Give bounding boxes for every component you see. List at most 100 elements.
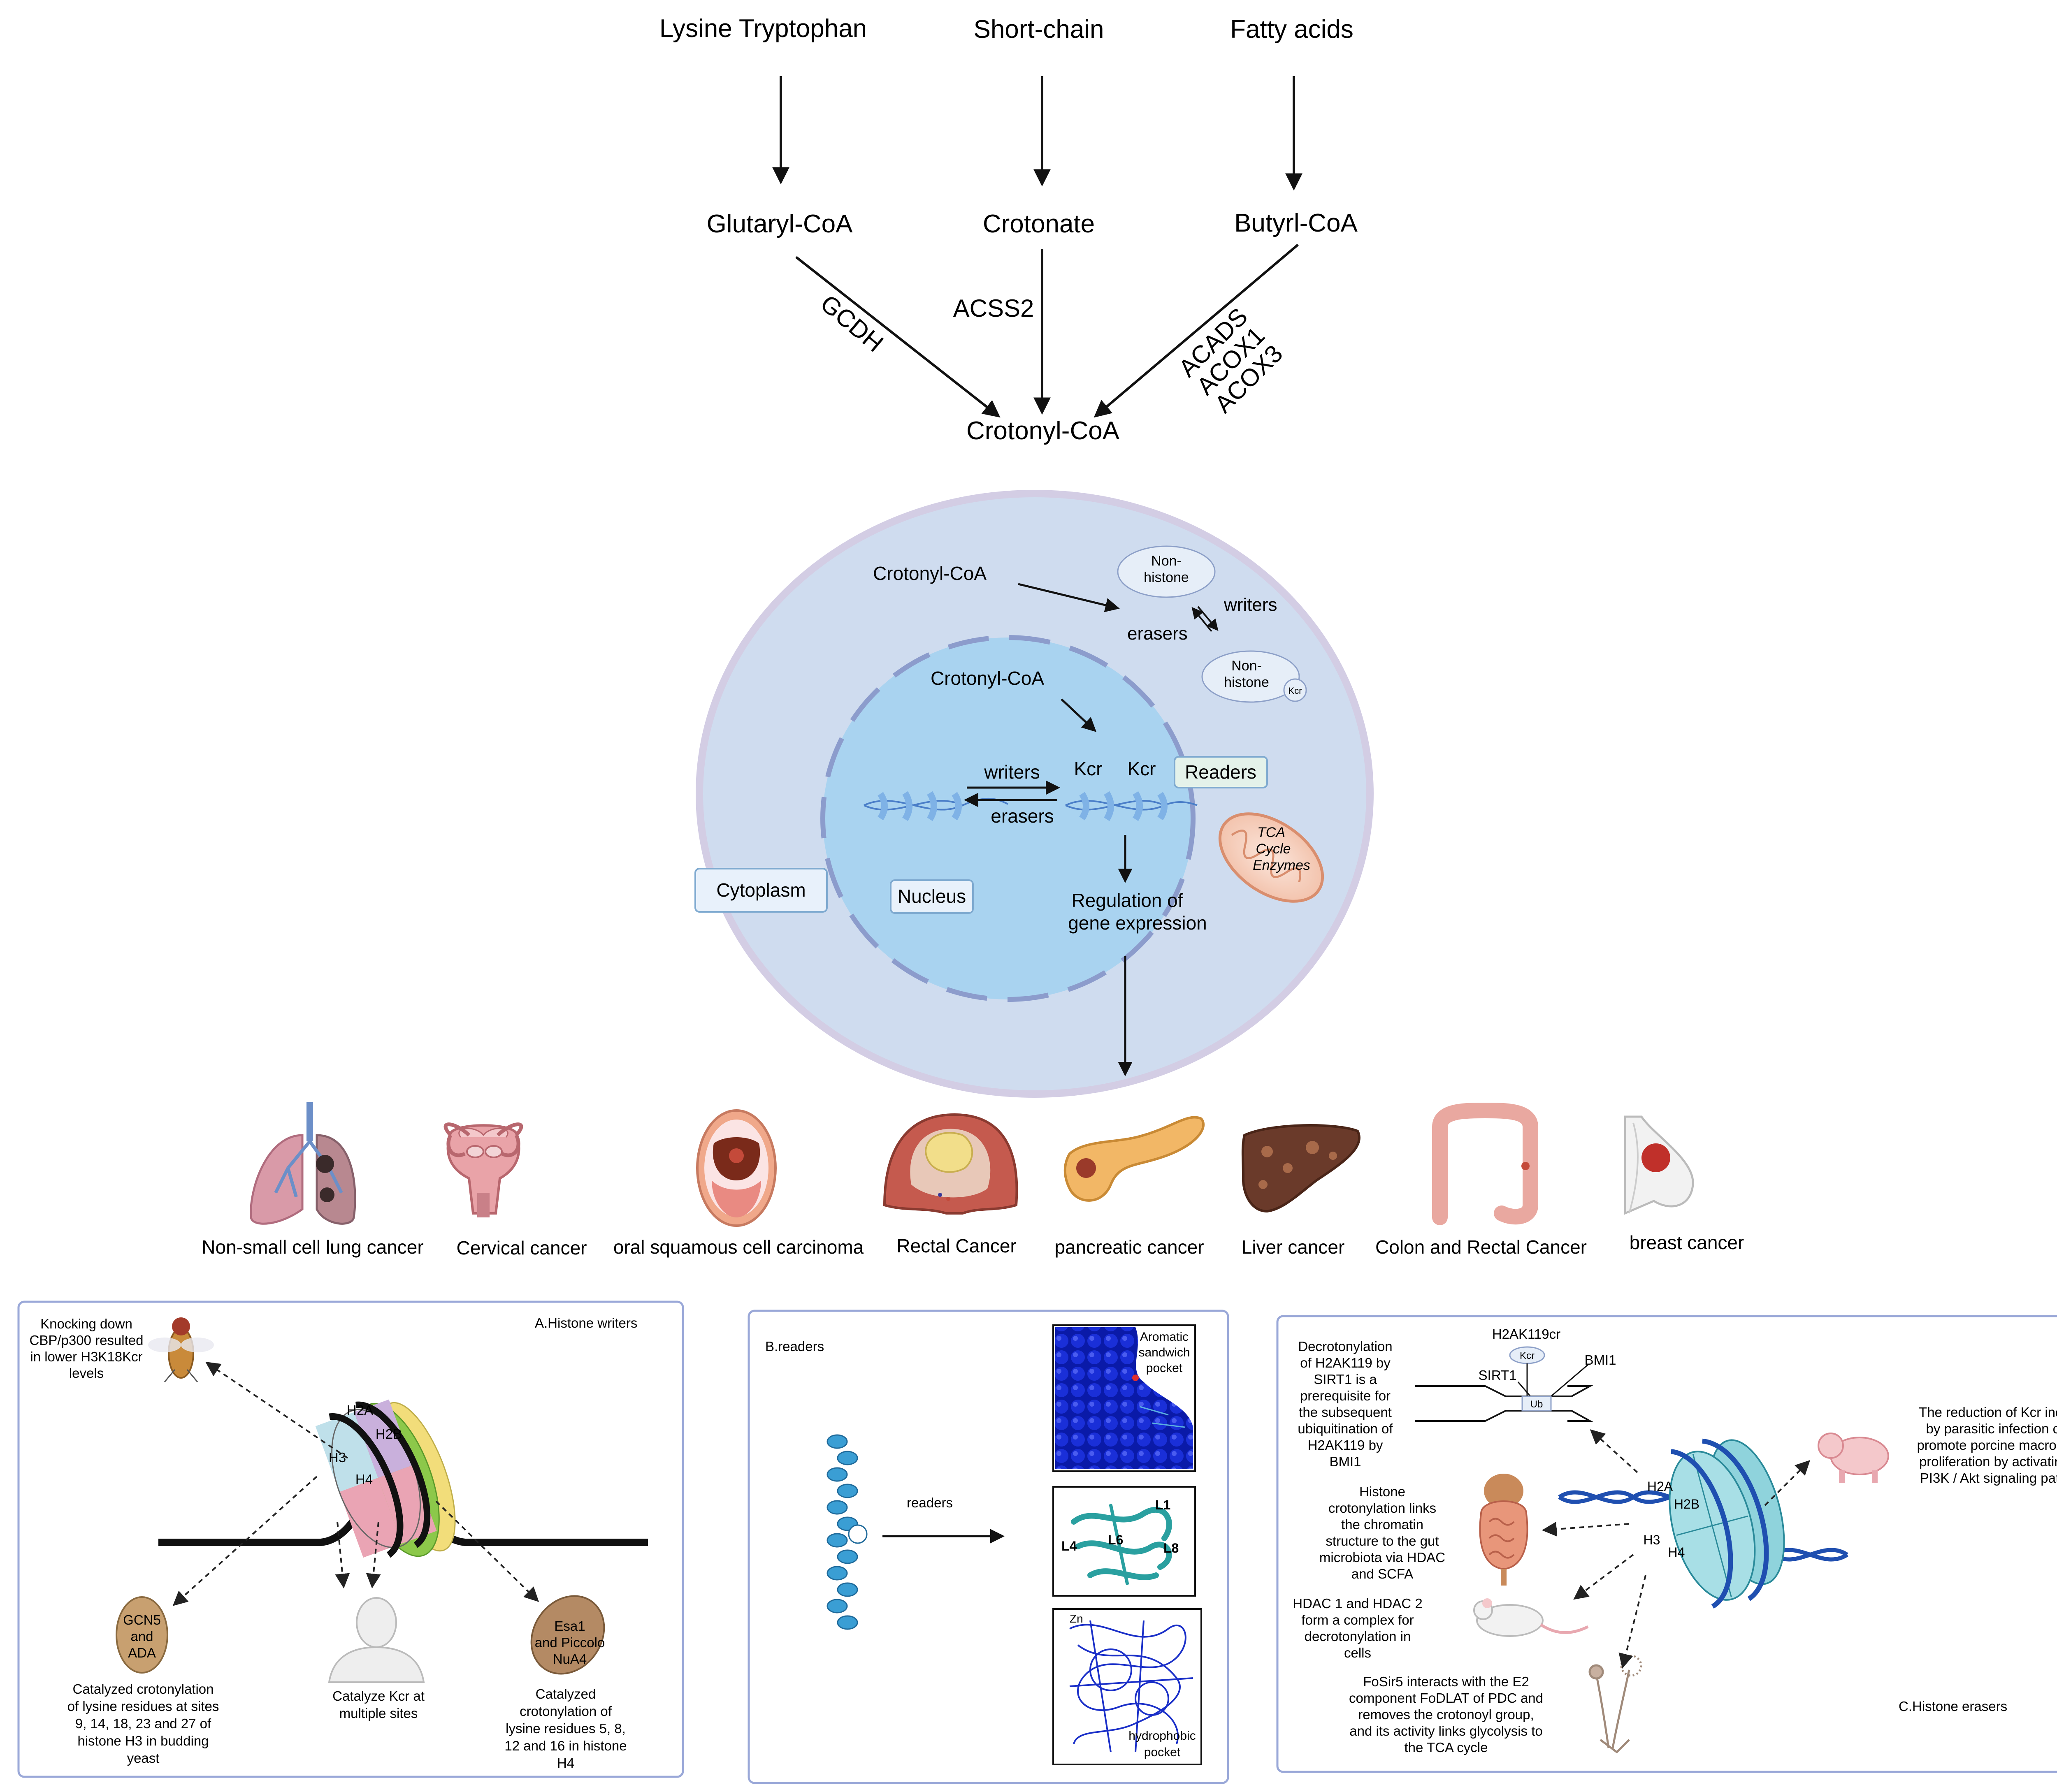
- cancer-label-6: Colon and Rectal Cancer: [1375, 1236, 1587, 1258]
- panel-c-h2a: H2A: [1647, 1479, 1673, 1494]
- hdac-text-3: cells: [1344, 1645, 1371, 1660]
- panel-a-title: A.Histone writers: [535, 1315, 637, 1331]
- panel-a-frame: [17, 1301, 684, 1778]
- structure-wire: [1069, 1620, 1193, 1753]
- decro-text-5: ubiquitination of: [1298, 1421, 1393, 1436]
- source-fatty-acids: Fatty acids: [1230, 15, 1354, 44]
- esa1-line-0: Esa1: [554, 1618, 585, 1634]
- ub-label: Ub: [1530, 1399, 1543, 1410]
- human-figure-icon: [328, 1597, 425, 1683]
- panel-a-h4: H4: [355, 1472, 373, 1487]
- gut-text-0: Histone: [1359, 1484, 1405, 1499]
- nonhistone-2-line1: Non-: [1231, 658, 1262, 674]
- cancer-label-0: Non-small cell lung cancer: [202, 1236, 423, 1258]
- decro-text-7: BMI1: [1329, 1454, 1361, 1469]
- panel-a-histone-writers: A.Histone writers Knocking down CBP/p300…: [17, 1301, 684, 1778]
- crotonyl-coa-nucleus: Crotonyl-CoA: [931, 668, 1044, 689]
- gcn5-line-2: ADA: [128, 1645, 156, 1660]
- yeast-cell-esa1: [530, 1595, 605, 1675]
- source-lysine-tryptophan: Lysine Tryptophan: [659, 14, 867, 43]
- arrow-c-decro: [1590, 1429, 1638, 1473]
- arrow-a-fly: [205, 1361, 348, 1459]
- loop-l1: L1: [1155, 1498, 1170, 1512]
- hdac-text-0: HDAC 1 and HDAC 2: [1293, 1596, 1422, 1611]
- loop-l6: L6: [1108, 1532, 1123, 1547]
- arrow-erasers-cyto: [1191, 607, 1212, 632]
- panel-c-h4: H4: [1668, 1545, 1685, 1560]
- panel-c-title: C.Histone erasers: [1899, 1699, 2007, 1714]
- cancer-label-7: breast cancer: [1630, 1232, 1744, 1253]
- kcr-small-label: Kcr: [1289, 686, 1302, 696]
- tca-line3: Enzymes: [1253, 858, 1310, 873]
- erasers-cyto-label: erasers: [1127, 624, 1188, 644]
- esa1-desc-3: 12 and 16 in histone: [504, 1738, 627, 1753]
- nucleosome-a: [315, 1399, 456, 1558]
- aromatic-line-0: Aromatic: [1140, 1330, 1189, 1344]
- writers-nuc-label: writers: [984, 761, 1040, 783]
- hydrophobic-line-1: pocket: [1144, 1746, 1181, 1759]
- fly-text-0: Knocking down: [40, 1316, 132, 1331]
- gcn5-desc-3: histone H3 in budding: [77, 1733, 209, 1748]
- fly-text-2: in lower H3K18Kcr: [30, 1349, 142, 1364]
- gut-text-5: and SCFA: [1351, 1566, 1413, 1581]
- dna-left: [864, 791, 1008, 821]
- nucleosome-c: [1669, 1438, 1785, 1609]
- mouse-icon: [1473, 1598, 1589, 1637]
- nonhistone-2-line2: histone: [1224, 675, 1269, 690]
- crotonate-label: Crotonate: [983, 210, 1095, 238]
- bmi1-label: BMI1: [1584, 1352, 1616, 1368]
- breast-icon: [1624, 1115, 1694, 1215]
- tca-line1: TCA: [1257, 825, 1285, 840]
- human-desc-0: Catalyze Kcr at: [332, 1688, 425, 1704]
- crotonyl-coa-product: Crotonyl-CoA: [966, 417, 1120, 445]
- uterus-icon: [443, 1122, 523, 1217]
- cancer-label-1: Cervical cancer: [457, 1237, 587, 1259]
- fruit-fly-icon: [148, 1317, 214, 1382]
- nonhistone-1-line2: histone: [1144, 570, 1189, 585]
- arrow-glutaryl-to-crotonyl: [795, 256, 1001, 418]
- readers-label: Readers: [1185, 761, 1256, 783]
- esa1-desc-4: H4: [557, 1755, 574, 1771]
- pig-text-2: promote porcine macrophage: [1917, 1437, 2057, 1453]
- kcr-label-2: Kcr: [1128, 758, 1156, 779]
- erasers-nuc-label: erasers: [991, 805, 1054, 827]
- panel-a-h3: H3: [329, 1450, 346, 1465]
- gut-text-4: microbiota via HDAC: [1319, 1550, 1445, 1565]
- aromatic-line-1: sandwich: [1138, 1346, 1190, 1359]
- decro-text-0: Decrotonylation: [1298, 1339, 1392, 1354]
- structure-aromatic-spheres: [1055, 1327, 1193, 1469]
- panel-a-h2b: H2B: [376, 1426, 402, 1442]
- mouth-icon: [696, 1109, 777, 1227]
- decro-text-6: H2AK119 by: [1308, 1437, 1383, 1453]
- gut-icon: [1479, 1474, 1528, 1586]
- esa1-desc-2: lysine residues 5, 8,: [506, 1721, 626, 1736]
- panel-b-title: B.readers: [765, 1339, 824, 1354]
- colon-icon: [1432, 1102, 1538, 1225]
- nucleus-box: [890, 879, 974, 914]
- fly-text-3: levels: [69, 1365, 104, 1381]
- arrow-c-pig: [1764, 1460, 1811, 1506]
- mitochondrion: [1218, 812, 1324, 903]
- cancer-label-2: oral squamous cell carcinoma: [613, 1236, 864, 1258]
- hdac-text-2: decrotonylation in: [1305, 1629, 1411, 1644]
- panel-b-arrow-label: readers: [907, 1495, 953, 1510]
- pig-text-3: proliferation by activating the: [1919, 1454, 2057, 1469]
- gcn5-desc-4: yeast: [127, 1750, 160, 1766]
- gcn5-line-0: GCN5: [123, 1612, 161, 1627]
- fosir-text-3: and its activity links glycolysis to: [1349, 1723, 1543, 1739]
- gcn5-desc-2: 9, 14, 18, 23 and 27 of: [75, 1716, 211, 1731]
- arrow-butyrl-to-crotonyl: [1094, 243, 1299, 418]
- gut-text-3: structure to the gut: [1326, 1533, 1439, 1549]
- panel-b-readers: B.readers readers Aromatic sandwich pock…: [748, 1310, 1229, 1784]
- human-desc-1: multiple sites: [339, 1706, 418, 1721]
- structure-ribbon-frame: [1052, 1486, 1196, 1597]
- pig-text-0: The reduction of Kcr induced: [1919, 1405, 2057, 1420]
- dna-right: [1065, 791, 1198, 821]
- gcn5-desc-0: Catalyzed crotonylation: [72, 1681, 214, 1697]
- fosir-text-4: the TCA cycle: [1405, 1740, 1488, 1755]
- gut-text-2: the chromatin: [1341, 1517, 1423, 1532]
- crotonyl-coa-cytoplasm: Crotonyl-CoA: [873, 563, 987, 584]
- kcr-small-badge: [1283, 678, 1307, 702]
- fly-text-1: CBP/p300 resulted: [29, 1333, 143, 1348]
- arrow-nuc-crotonyl: [1061, 698, 1097, 732]
